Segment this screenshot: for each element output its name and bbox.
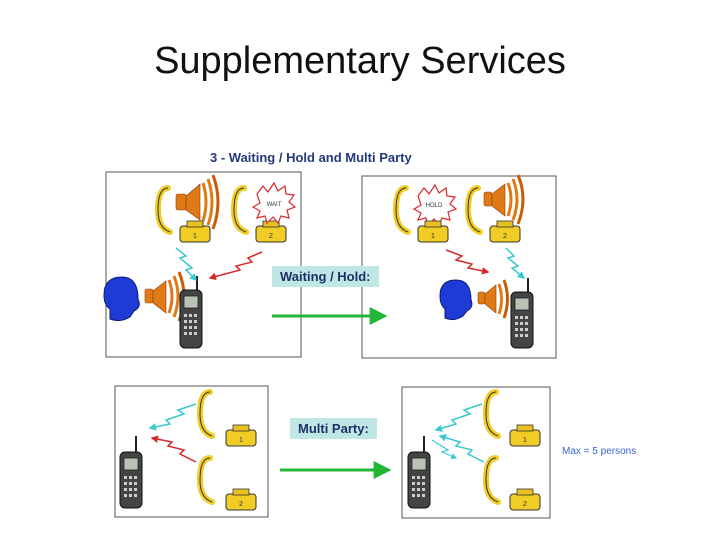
mobile-phone-3-icon xyxy=(119,436,143,509)
person-head-icon xyxy=(103,276,140,322)
desk-phone-3-icon xyxy=(392,185,449,243)
mobile-phone-1-icon xyxy=(179,276,203,349)
max-persons-note: Max = 5 persons xyxy=(562,446,637,457)
cyan-signal-3 xyxy=(148,403,197,431)
wait-bubble-icon xyxy=(251,181,297,225)
desk-phone-6-icon xyxy=(196,455,257,511)
desk-phone-2-icon xyxy=(230,185,287,243)
desk-phone-4-icon xyxy=(464,185,521,243)
desk-phone-1-icon xyxy=(154,185,211,243)
phone-number-5: 1 xyxy=(239,437,243,444)
phone-number-8: 2 xyxy=(523,501,527,508)
sound-waves-2-icon xyxy=(483,174,525,225)
red-signal-3 xyxy=(150,435,197,463)
red-signal-2 xyxy=(445,249,490,275)
cyan-signal-2 xyxy=(505,247,526,279)
mobile-phone-4-icon xyxy=(407,436,431,509)
cyan-signal-5 xyxy=(438,434,485,463)
cyan-signal-1 xyxy=(175,247,198,282)
red-signal-1 xyxy=(208,251,263,281)
person-head-2-icon xyxy=(439,279,473,321)
desk-phone-8-icon xyxy=(482,455,541,511)
cyan-signal-4 xyxy=(434,403,483,432)
sound-waves-1-icon xyxy=(175,174,220,230)
mobile-phone-2-icon xyxy=(510,278,534,349)
phone-number-2: 2 xyxy=(269,233,273,240)
phone-number-7: 1 xyxy=(523,437,527,444)
multi-party-label: Multi Party: xyxy=(290,418,377,439)
wait-bubble-text: WAIT xyxy=(267,202,282,208)
sound-waves-person-icon xyxy=(144,271,186,322)
desk-phone-5-icon xyxy=(196,389,257,447)
sound-waves-person-2-icon xyxy=(477,279,509,319)
cyan-signal-6 xyxy=(431,439,458,459)
hold-bubble-text: HOLD xyxy=(426,203,443,209)
waiting-hold-label: Waiting / Hold: xyxy=(272,266,379,287)
slide-title: Supplementary Services xyxy=(154,40,566,82)
diagram-subtitle: 3 - Waiting / Hold and Multi Party xyxy=(210,150,412,165)
desk-phone-7-icon xyxy=(482,389,541,447)
phone-number-6: 2 xyxy=(239,501,243,508)
hold-bubble-icon xyxy=(412,183,458,227)
phone-number-1: 1 xyxy=(193,233,197,240)
phone-number-3: 1 xyxy=(431,233,435,240)
phone-number-4: 2 xyxy=(503,233,507,240)
